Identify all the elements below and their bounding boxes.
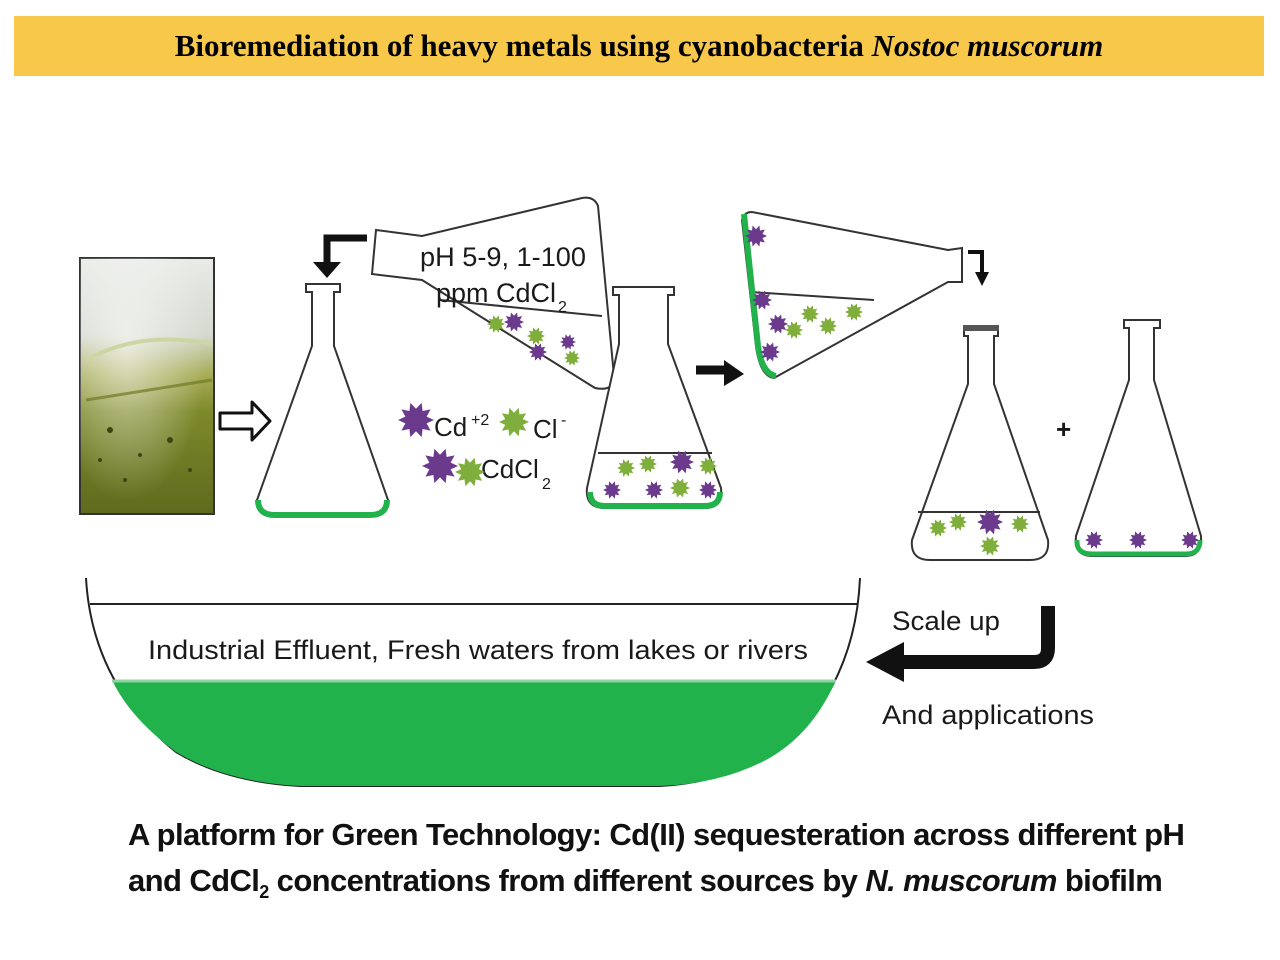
- caption-line2-start: and CdCl: [128, 863, 260, 898]
- flask-condition-line2-subscript: 2: [558, 299, 567, 316]
- ion-particles: [398, 225, 1199, 556]
- legend-cdcl2: CdCl: [481, 454, 539, 484]
- chloride-particle: [527, 327, 545, 345]
- cadmium-particle: [529, 343, 547, 361]
- caption-line2-end: biofilm: [1056, 863, 1163, 898]
- flask-condition-line2: ppm CdCl: [436, 278, 556, 308]
- cadmium-particle: [645, 481, 663, 499]
- scale-up-arrow-icon: [900, 606, 1055, 669]
- plus-sign: +: [1056, 414, 1071, 444]
- chloride-particle: [819, 317, 837, 335]
- legend-cdcl2-subscript: 2: [542, 476, 551, 493]
- scale-up-label: Scale up: [892, 606, 1000, 636]
- flask-decanted-solution: [910, 325, 1050, 561]
- cadmium-particle: [1085, 531, 1103, 549]
- cadmium-particle: [745, 225, 767, 247]
- chloride-particle: [617, 459, 635, 477]
- flask-with-ions: [585, 286, 723, 509]
- legend-cl-ion: Cl: [533, 414, 558, 444]
- title-species: Nostoc muscorum: [871, 28, 1104, 63]
- chloride-particle: [670, 478, 690, 498]
- cadmium-particle: [670, 450, 694, 474]
- cadmium-particle: [752, 290, 772, 310]
- legend-cl-particle: [499, 407, 529, 437]
- cadmium-particle: [760, 342, 780, 362]
- basin-label: Industrial Effluent, Fresh waters from l…: [148, 635, 808, 665]
- cadmium-particle: [603, 481, 621, 499]
- title-text: Bioremediation of heavy metals using cya…: [175, 28, 1104, 64]
- legend-cl-charge: -: [561, 412, 566, 429]
- legend-cd-particle: [398, 402, 434, 438]
- chloride-particle: [639, 455, 657, 473]
- legend-cdcl2-cl-particle: [455, 457, 485, 487]
- chloride-particle: [980, 536, 1000, 556]
- legend-cd-ion: Cd: [434, 412, 467, 442]
- chloride-particle: [949, 513, 967, 531]
- flask-biofilm: [255, 283, 390, 518]
- water-basin: [85, 577, 861, 787]
- caption-line2: and CdCl2 concentrations from different …: [128, 858, 1248, 915]
- hollow-arrow-icon: [218, 400, 272, 442]
- cadmium-particle: [699, 481, 717, 499]
- cadmium-particle: [1129, 531, 1147, 549]
- title-plain: Bioremediation of heavy metals using cya…: [174, 28, 872, 63]
- chloride-particle: [487, 315, 505, 333]
- chloride-particle: [801, 305, 819, 323]
- caption-subscript: 2: [259, 882, 269, 903]
- cadmium-particle: [1181, 531, 1199, 549]
- cadmium-particle: [504, 312, 524, 332]
- applications-label: And applications: [882, 700, 1094, 730]
- chloride-particle: [699, 457, 717, 475]
- cadmium-particle: [977, 509, 1003, 535]
- flask-condition-line1: pH 5-9, 1-100: [420, 242, 586, 272]
- title-banner: Bioremediation of heavy metals using cya…: [14, 16, 1264, 76]
- pour-arrow-icon: [323, 234, 367, 266]
- caption-line2-middle: concentrations from different sources by: [268, 863, 866, 898]
- legend-cd-charge: +2: [471, 412, 489, 429]
- chloride-particle: [564, 350, 580, 366]
- legend-cdcl2-cd-particle: [422, 448, 458, 484]
- chloride-particle: [785, 321, 803, 339]
- chloride-particle: [845, 303, 863, 321]
- caption: A platform for Green Technology: Cd(II) …: [128, 812, 1248, 915]
- caption-line1: A platform for Green Technology: Cd(II) …: [128, 817, 1185, 852]
- cadmium-particle: [768, 314, 788, 334]
- flask-biofilm-cadmium: [1074, 319, 1203, 557]
- chloride-particle: [1011, 515, 1029, 533]
- small-pour-arrow-icon: [968, 250, 984, 274]
- culture-photo: [79, 257, 215, 515]
- cadmium-particle: [560, 334, 576, 350]
- chloride-particle: [929, 519, 947, 537]
- caption-species: N. muscorum: [865, 863, 1057, 898]
